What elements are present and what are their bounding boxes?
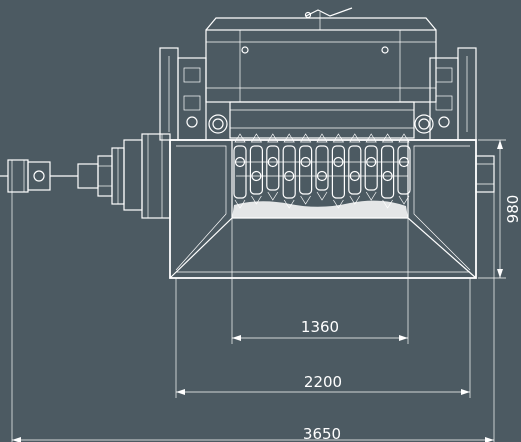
cutter-tooth <box>283 133 295 143</box>
right-side-frame <box>429 47 477 141</box>
cutter-disc <box>331 145 345 199</box>
cutter-lower-tooth <box>316 191 328 201</box>
cutter-tooth <box>250 133 263 143</box>
dimension-label-980: 980 <box>504 195 521 224</box>
lifting-hook <box>304 7 353 19</box>
dimension-1360: 1360 <box>231 218 409 344</box>
cutter-lower-tooth <box>365 191 377 201</box>
shredded-material <box>232 200 408 218</box>
discharge-box <box>475 155 495 193</box>
dimension-label-3650: 3650 <box>303 425 341 442</box>
cutter-disc <box>282 145 296 199</box>
cutting-chamber <box>169 139 477 279</box>
cutter-disc <box>381 145 395 199</box>
cutter-disc <box>315 145 329 191</box>
cutter-disc <box>233 145 247 199</box>
dimension-label-1360: 1360 <box>301 318 339 336</box>
cutter-disc <box>364 145 378 191</box>
dimension-label-2200: 2200 <box>304 373 342 391</box>
dimension-980: 980 <box>478 139 521 279</box>
cutter-tooth <box>365 133 377 143</box>
cutter-disc <box>266 145 280 191</box>
cutter-lower-tooth <box>267 191 279 201</box>
dimension-3650: 3650 <box>11 192 495 442</box>
left-side-frame <box>159 47 207 141</box>
cutter-tooth <box>349 133 361 143</box>
top-drive-housing <box>205 12 437 103</box>
cutter-disc <box>249 145 263 195</box>
left-bearing <box>208 114 228 134</box>
cutter-tooth <box>398 133 410 143</box>
cutter-tooth <box>234 133 246 143</box>
cutter-tooth <box>381 133 394 143</box>
right-bearing <box>414 114 434 134</box>
cutter-tooth <box>332 133 345 143</box>
drive-motor <box>50 133 171 219</box>
cutter-tooth <box>267 133 279 143</box>
cutter-lower-tooth <box>398 195 410 205</box>
cutter-disc <box>397 145 411 195</box>
cutter-disc <box>299 145 313 195</box>
rotor-assembly <box>233 133 411 209</box>
cutter-lower-tooth <box>300 195 311 205</box>
coupling-yoke <box>0 159 51 193</box>
cutter-tooth <box>316 133 328 143</box>
pusher-plate <box>229 101 415 139</box>
cutter-disc <box>348 145 362 195</box>
cutter-tooth <box>299 133 312 143</box>
dimension-2200: 2200 <box>175 278 471 398</box>
